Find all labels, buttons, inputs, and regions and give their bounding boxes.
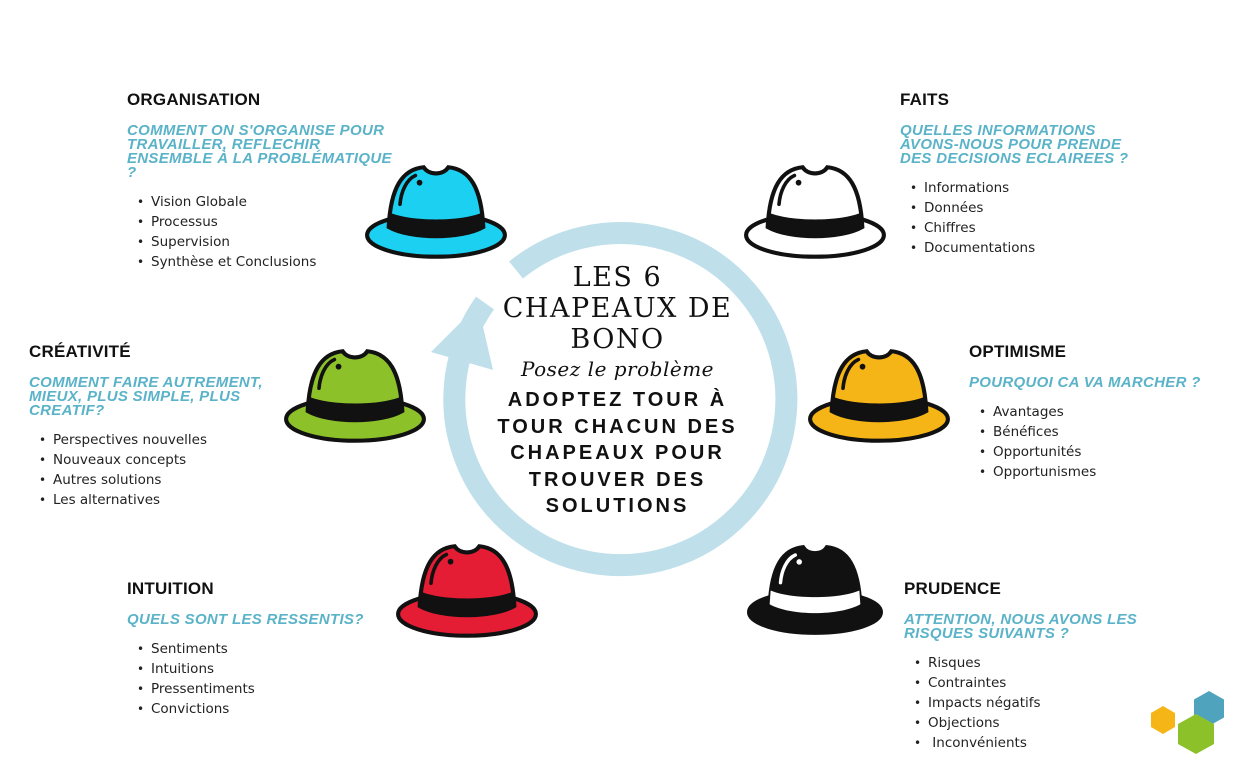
list-item: Supervision (127, 232, 397, 252)
section-title: OPTIMISME (969, 342, 1067, 361)
list-item: Intuitions (127, 659, 387, 679)
list-item: Convictions (127, 699, 387, 719)
list-item: Les alternatives (29, 490, 279, 510)
list-item: Chiffres (900, 218, 1150, 238)
black-hat-icon (746, 545, 884, 635)
section-title: ORGANISATION (127, 90, 261, 109)
section-organisation: ORGANISATION COMMENT ON S'ORGANISE POUR … (127, 90, 397, 272)
section-title: CRÉATIVITÉ (29, 342, 131, 361)
list-item: Pressentiments (127, 679, 387, 699)
section-list: Vision Globale Processus Supervision Syn… (127, 192, 397, 272)
diagram-instruction: ADOPTEZ TOUR À TOUR CHACUN DES CHAPEAUX … (497, 389, 738, 517)
list-item: Sentiments (127, 639, 387, 659)
list-item: Vision Globale (127, 192, 397, 212)
list-item: Risques (904, 653, 1154, 673)
section-title: INTUITION (127, 579, 214, 598)
diagram-subtitle: Posez le problème (520, 357, 714, 381)
section-question: QUELLES INFORMATIONS AVONS-NOUS POUR PRE… (900, 122, 1129, 167)
red-hat-icon (396, 544, 538, 638)
section-title: PRUDENCE (904, 579, 1002, 598)
section-question: COMMENT FAIRE AUTREMENT, MIEUX, PLUS SIM… (29, 374, 263, 419)
list-item: Perspectives nouvelles (29, 430, 279, 450)
list-item: Données (900, 198, 1150, 218)
section-list: Risques Contraintes Impacts négatifs Obj… (904, 653, 1154, 753)
list-item: Synthèse et Conclusions (127, 252, 397, 272)
list-item: Autres solutions (29, 470, 279, 490)
section-optimisme: OPTIMISME POURQUOI CA VA MARCHER ? Avant… (969, 342, 1229, 482)
section-question: POURQUOI CA VA MARCHER ? (969, 374, 1201, 391)
list-item: Informations (900, 178, 1150, 198)
list-item: Opportunités (969, 442, 1229, 462)
list-item: Bénéfices (969, 422, 1229, 442)
list-item: Documentations (900, 238, 1150, 258)
white-hat-icon (744, 165, 886, 259)
section-list: Perspectives nouvelles Nouveaux concepts… (29, 430, 279, 510)
section-question: QUELS SONT LES RESSENTIS? (127, 611, 364, 628)
blue-hat-icon (365, 165, 507, 259)
diagram-title: LES 6 CHAPEAUX DE BONO (502, 262, 733, 355)
section-question: COMMENT ON S'ORGANISE POUR TRAVAILLER, R… (127, 122, 392, 181)
list-item: Processus (127, 212, 397, 232)
section-prudence: PRUDENCE ATTENTION, NOUS AVONS LES RISQU… (904, 579, 1154, 753)
list-item: Opportunismes (969, 462, 1229, 482)
section-question: ATTENTION, NOUS AVONS LES RISQUES SUIVAN… (904, 611, 1138, 642)
section-list: Sentiments Intuitions Pressentiments Con… (127, 639, 387, 719)
list-item: Impacts négatifs (904, 693, 1154, 713)
yellow-hat-icon (808, 349, 950, 443)
list-item: Contraintes (904, 673, 1154, 693)
section-faits: FAITS QUELLES INFORMATIONS AVONS-NOUS PO… (900, 90, 1150, 258)
section-list: Informations Données Chiffres Documentat… (900, 178, 1150, 258)
section-intuition: INTUITION QUELS SONT LES RESSENTIS? Sent… (127, 579, 387, 719)
list-item: Nouveaux concepts (29, 450, 279, 470)
green-hat-icon (284, 349, 426, 443)
hexagon-logo-icon (1151, 691, 1224, 754)
center-block: LES 6 CHAPEAUX DE BONO Posez le problème… (495, 262, 740, 520)
list-item: Avantages (969, 402, 1229, 422)
section-title: FAITS (900, 90, 950, 109)
section-list: Avantages Bénéfices Opportunités Opportu… (969, 402, 1229, 482)
list-item: Inconvénients (904, 733, 1154, 753)
section-creativite: CRÉATIVITÉ COMMENT FAIRE AUTREMENT, MIEU… (29, 342, 279, 510)
list-item: Objections (904, 713, 1154, 733)
